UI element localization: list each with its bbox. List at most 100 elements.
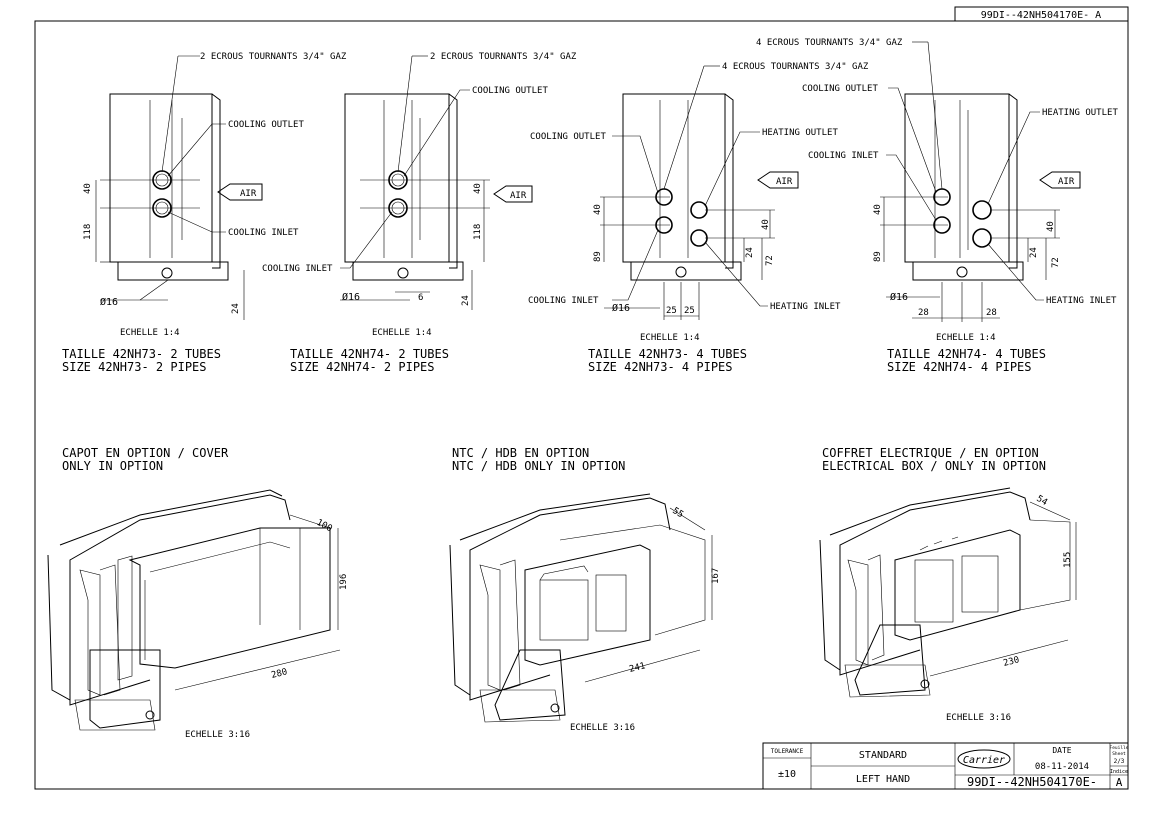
standard-text: STANDARD bbox=[859, 750, 907, 761]
nut-callout: 2 ECROUS TOURNANTS 3/4" GAZ bbox=[200, 52, 347, 62]
label-air: AIR bbox=[1058, 177, 1075, 187]
nut-callout: 4 ECROUS TOURNANTS 3/4" GAZ bbox=[722, 62, 869, 72]
dim-24: 24 bbox=[1029, 247, 1039, 258]
view-title-en: SIZE 42NH73- 4 PIPES bbox=[588, 360, 733, 374]
label-cooling-outlet: COOLING OUTLET bbox=[802, 84, 878, 94]
dim-72: 72 bbox=[1051, 257, 1061, 268]
label-cooling-inlet: COOLING INLET bbox=[228, 228, 299, 238]
view-title-fr: TAILLE 42NH74- 4 TUBES bbox=[887, 347, 1046, 361]
dim-diameter: Ø16 bbox=[342, 291, 360, 303]
option-title-2: ELECTRICAL BOX / ONLY IN OPTION bbox=[822, 459, 1046, 473]
label-cooling-outlet: COOLING OUTLET bbox=[228, 120, 304, 130]
dim-40b: 40 bbox=[1046, 221, 1056, 232]
hand-text: LEFT HAND bbox=[856, 774, 910, 785]
dim-28a: 28 bbox=[918, 308, 929, 318]
air-arrow bbox=[217, 183, 263, 201]
option-scale: ECHELLE 3:16 bbox=[946, 713, 1011, 723]
dim-width: 280 bbox=[270, 667, 288, 681]
option-title-2: NTC / HDB ONLY IN OPTION bbox=[452, 459, 625, 473]
dim-width: 230 bbox=[1002, 655, 1020, 669]
dim-40b: 40 bbox=[761, 219, 771, 230]
label-air: AIR bbox=[510, 191, 527, 201]
option-scale: ECHELLE 3:16 bbox=[570, 723, 635, 733]
label-air: AIR bbox=[776, 177, 793, 187]
sheet-label-fr: Feuille bbox=[1110, 745, 1129, 751]
label-heating-outlet: HEATING OUTLET bbox=[762, 128, 838, 138]
ntc-hdb-box bbox=[524, 544, 651, 666]
title-block: TOLERANCE ±10 STANDARD LEFT HAND Carrier… bbox=[762, 742, 1129, 790]
carrier-logo bbox=[957, 749, 1011, 769]
option-title-1: COFFRET ELECTRIQUE / EN OPTION bbox=[822, 446, 1039, 460]
dim-25b: 25 bbox=[684, 306, 695, 316]
date-label: DATE bbox=[1052, 746, 1071, 755]
option-cover: CAPOT EN OPTION / COVER ONLY IN OPTION 1… bbox=[47, 446, 349, 740]
dim-118: 118 bbox=[473, 224, 483, 240]
label-cooling-outlet: COOLING OUTLET bbox=[472, 86, 548, 96]
option-title-1: CAPOT EN OPTION / COVER bbox=[62, 446, 229, 460]
dim-6: 6 bbox=[418, 293, 423, 303]
dim-depth: 54 bbox=[1035, 494, 1049, 508]
drawing-number: 99DI--42NH504170E- bbox=[967, 775, 1097, 789]
sheet-label-en: Sheet bbox=[1112, 751, 1126, 757]
tolerance-value: ±10 bbox=[778, 769, 796, 780]
option-electrical-box: COFFRET ELECTRIQUE / EN OPTION ELECTRICA… bbox=[819, 446, 1077, 723]
nut-callout: 4 ECROUS TOURNANTS 3/4" GAZ bbox=[756, 38, 903, 48]
label-air: AIR bbox=[240, 189, 257, 199]
dim-25a: 25 bbox=[666, 306, 677, 316]
drain-outlet bbox=[161, 267, 173, 279]
view-42nh74-2-tubes: 40 118 24 Ø16 6 2 ECROUS TOURNANTS 3/4" … bbox=[262, 52, 577, 374]
dim-24: 24 bbox=[231, 303, 241, 314]
dim-118: 118 bbox=[83, 224, 93, 240]
view-scale: ECHELLE 1:4 bbox=[640, 333, 700, 343]
dim-height: 196 bbox=[339, 574, 349, 590]
option-scale: ECHELLE 3:16 bbox=[185, 730, 250, 740]
label-cooling-inlet: COOLING INLET bbox=[262, 264, 333, 274]
sheet-border bbox=[34, 20, 1129, 790]
view-scale: ECHELLE 1:4 bbox=[120, 328, 180, 338]
view-title-en: SIZE 42NH74- 2 PIPES bbox=[290, 360, 435, 374]
dim-height: 167 bbox=[711, 568, 721, 584]
heating-outlet-pipe bbox=[690, 201, 708, 219]
dim-diameter: Ø16 bbox=[100, 296, 118, 308]
dim-24: 24 bbox=[461, 295, 471, 306]
dim-diameter: Ø16 bbox=[612, 302, 630, 314]
electrical-box bbox=[894, 529, 1021, 641]
view-scale: ECHELLE 1:4 bbox=[372, 328, 432, 338]
carrier-logo-text: Carrier bbox=[963, 755, 1005, 766]
nut-callout: 2 ECROUS TOURNANTS 3/4" GAZ bbox=[430, 52, 577, 62]
label-heating-outlet: HEATING OUTLET bbox=[1042, 108, 1118, 118]
dim-24: 24 bbox=[745, 247, 755, 258]
top-ref-text: 99DI--42NH504170E- A bbox=[981, 10, 1101, 21]
view-title-en: SIZE 42NH73- 2 PIPES bbox=[62, 360, 207, 374]
tolerance-label: TOLERANCE bbox=[771, 748, 804, 755]
view-title-fr: TAILLE 42NH73- 4 TUBES bbox=[588, 347, 747, 361]
option-ntc-hdb: NTC / HDB EN OPTION NTC / HDB ONLY IN OP… bbox=[449, 446, 721, 733]
view-title-en: SIZE 42NH74- 4 PIPES bbox=[887, 360, 1032, 374]
option-title-1: NTC / HDB EN OPTION bbox=[452, 446, 589, 460]
option-title-2: ONLY IN OPTION bbox=[62, 459, 163, 473]
cover-box bbox=[128, 527, 331, 669]
view-42nh74-4-tubes: 40 89 40 24 72 Ø16 28 28 4 ECROUS TOURNA… bbox=[756, 38, 1118, 374]
dim-72: 72 bbox=[765, 255, 775, 266]
date-value: 08-11-2014 bbox=[1035, 762, 1089, 772]
dim-depth: 100 bbox=[315, 518, 334, 534]
dim-89: 89 bbox=[873, 251, 883, 262]
label-heating-inlet: HEATING INLET bbox=[770, 302, 841, 312]
dim-40: 40 bbox=[473, 183, 483, 194]
label-cooling-inlet: COOLING INLET bbox=[528, 296, 599, 306]
view-title-fr: TAILLE 42NH74- 2 TUBES bbox=[290, 347, 449, 361]
unit-outline bbox=[109, 93, 213, 263]
sheet-value: 2/3 bbox=[1114, 758, 1125, 765]
dim-height: 155 bbox=[1063, 552, 1073, 568]
label-heating-inlet: HEATING INLET bbox=[1046, 296, 1117, 306]
dim-89: 89 bbox=[593, 251, 603, 262]
dim-depth: 55 bbox=[670, 506, 684, 520]
drain-tray bbox=[117, 261, 229, 281]
view-title-fr: TAILLE 42NH73- 2 TUBES bbox=[62, 347, 221, 361]
label-cooling-inlet: COOLING INLET bbox=[808, 151, 879, 161]
dim-28b: 28 bbox=[986, 308, 997, 318]
indice-value: A bbox=[1116, 776, 1123, 789]
dim-40: 40 bbox=[593, 204, 603, 215]
dim-width: 241 bbox=[628, 661, 646, 675]
